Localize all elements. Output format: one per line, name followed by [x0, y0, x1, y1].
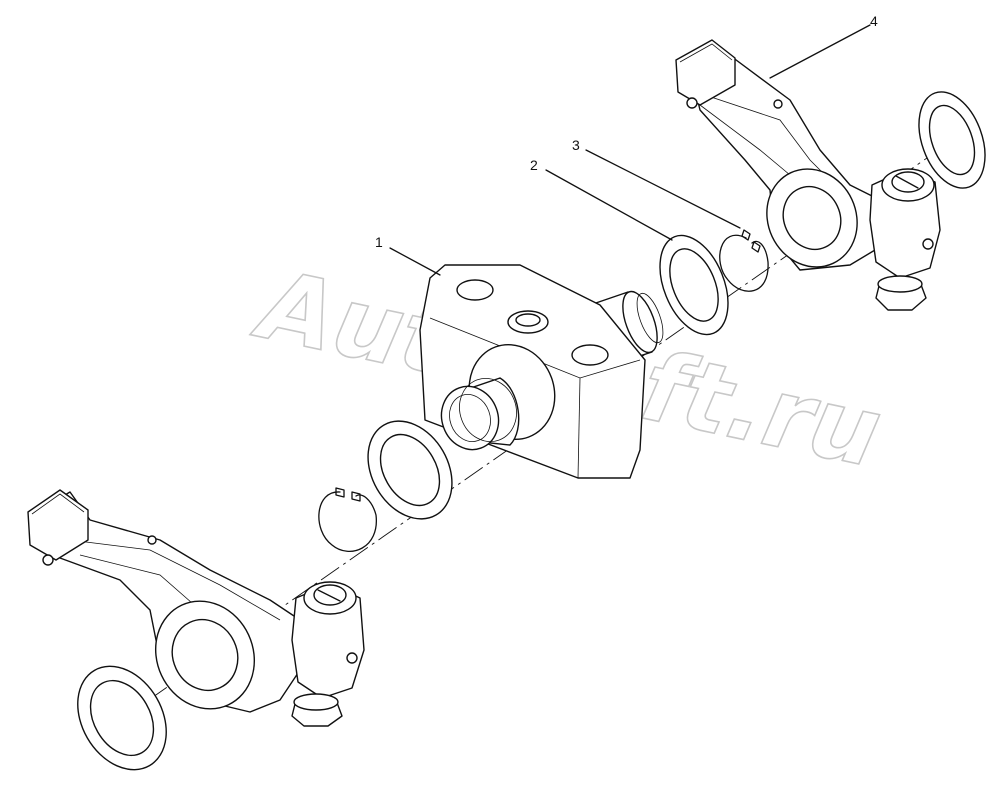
thrust-washer-right	[659, 234, 729, 336]
thrust-washer-upper	[918, 91, 986, 189]
leader-line-2	[545, 169, 673, 241]
callout-2: 2	[530, 157, 538, 173]
leader-line-1	[389, 247, 441, 276]
rocker-arm-upper	[675, 39, 941, 311]
thrust-washer-lower	[77, 665, 167, 771]
callout-4: 4	[870, 13, 878, 29]
leader-line-3	[585, 149, 741, 229]
circlip-left	[318, 487, 377, 553]
rocker-arm-lower	[27, 489, 365, 727]
shaft-support-block	[419, 264, 664, 479]
callout-3: 3	[572, 137, 580, 153]
circlip-right	[719, 229, 769, 292]
callout-1: 1	[375, 234, 383, 250]
leader-line-4	[769, 24, 871, 79]
thrust-washer-left	[367, 420, 453, 520]
